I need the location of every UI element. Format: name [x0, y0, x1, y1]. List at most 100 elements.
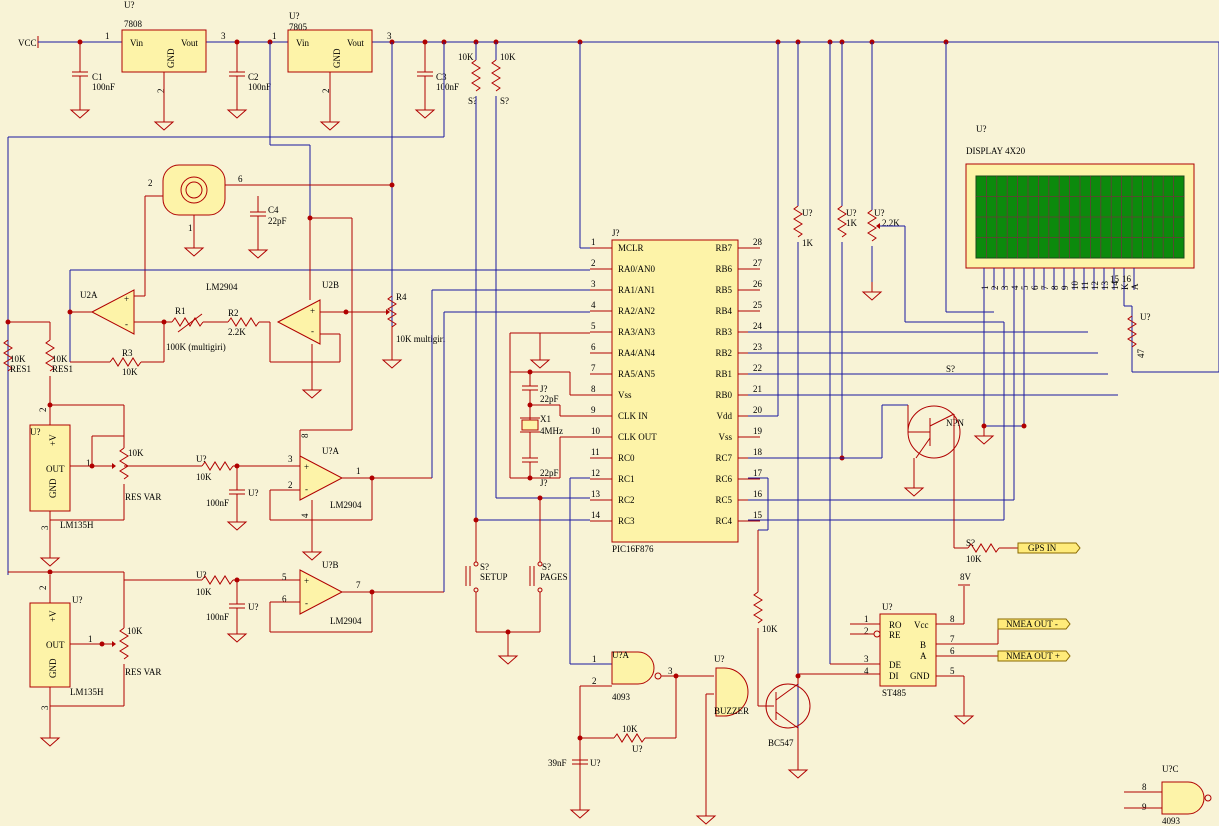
svg-text:+: +: [310, 306, 315, 316]
svg-text:U?: U?: [124, 0, 135, 10]
svg-text:22pF: 22pF: [268, 216, 287, 226]
regulator-7808: [121, 29, 207, 73]
svg-text:8: 8: [950, 614, 955, 624]
svg-text:-: -: [125, 319, 128, 329]
svg-text:RES1: RES1: [52, 364, 73, 374]
svg-text:C3: C3: [436, 72, 447, 82]
pic-pin-number: 5: [591, 321, 596, 331]
svg-text:LM135H: LM135H: [70, 687, 104, 697]
svg-text:10K: 10K: [122, 367, 138, 377]
svg-text:S?: S?: [480, 562, 489, 572]
pic-pin-label: RC3: [618, 516, 635, 526]
svg-text:2: 2: [864, 626, 869, 636]
pic-pin-label: CLK IN: [618, 411, 648, 421]
svg-text:J?: J?: [540, 478, 548, 488]
svg-text:-: -: [305, 484, 308, 494]
pic-pin-number: 25: [753, 300, 763, 310]
lcd-pin-label: K: [1120, 283, 1130, 290]
svg-text:BUZZER: BUZZER: [714, 706, 749, 716]
svg-text:S?: S?: [946, 364, 955, 374]
svg-text:C2: C2: [248, 72, 259, 82]
svg-text:Vin: Vin: [296, 38, 309, 48]
pic-pin-label: CLK OUT: [618, 432, 657, 442]
pic-pin-number: 17: [753, 468, 763, 478]
svg-text:DISPLAY 4X20: DISPLAY 4X20: [966, 146, 1026, 156]
svg-text:1K: 1K: [846, 218, 858, 228]
svg-text:10K: 10K: [128, 448, 144, 458]
svg-text:1: 1: [592, 654, 597, 664]
svg-text:-: -: [305, 598, 308, 608]
svg-text:6: 6: [238, 174, 243, 184]
pic-pin-label: Vdd: [717, 411, 733, 421]
svg-text:U?: U?: [248, 602, 259, 612]
pic-pin-label: RB0: [715, 390, 732, 400]
svg-text:OUT: OUT: [46, 464, 65, 474]
svg-text:U?A: U?A: [322, 446, 339, 456]
svg-text:1: 1: [356, 466, 361, 476]
lcd-pin-label: 6: [1030, 285, 1040, 290]
svg-text:5: 5: [950, 666, 955, 676]
svg-text:C1: C1: [92, 72, 103, 82]
svg-text:10K: 10K: [127, 626, 143, 636]
svg-text:1: 1: [105, 31, 110, 41]
pic-pin-label: RC6: [715, 474, 732, 484]
svg-text:RES VAR: RES VAR: [125, 667, 161, 677]
svg-text:9: 9: [1142, 802, 1147, 812]
svg-text:U?: U?: [72, 595, 83, 605]
svg-text:2: 2: [38, 586, 48, 591]
svg-text:1: 1: [864, 614, 869, 624]
lcd-pin-label: 3: [1000, 285, 1010, 290]
svg-text:DI: DI: [889, 671, 899, 681]
svg-text:1: 1: [188, 223, 193, 233]
svg-text:4093: 4093: [612, 692, 631, 702]
svg-text:Vin: Vin: [130, 38, 143, 48]
pic-pin-label: Vss: [618, 390, 632, 400]
pic-pin-label: Vss: [718, 432, 732, 442]
svg-text:4: 4: [300, 513, 310, 518]
svg-text:R1: R1: [175, 306, 186, 316]
pic-pin-number: 4: [591, 300, 596, 310]
svg-text:3: 3: [864, 654, 869, 664]
svg-text:1: 1: [86, 458, 91, 468]
npn-transistor: NPN S?10K GPS IN: [904, 405, 1081, 564]
pic-pin-label: RC1: [618, 474, 635, 484]
lcd-pin-label: 2: [990, 286, 1000, 291]
svg-text:5: 5: [282, 572, 287, 582]
svg-text:2: 2: [592, 676, 597, 686]
svg-text:LM2904: LM2904: [330, 616, 362, 626]
svg-text:1: 1: [88, 634, 93, 644]
svg-text:2.2K: 2.2K: [228, 327, 246, 337]
pic-pin-number: 15: [753, 510, 763, 520]
pic-pin-label: RA0/AN0: [618, 264, 656, 274]
lcd-pin-label: 7: [1040, 285, 1050, 290]
svg-text:NMEA OUT +: NMEA OUT +: [1006, 651, 1060, 661]
svg-text:U?: U?: [30, 427, 41, 437]
pic-pin-number: 2: [591, 258, 596, 268]
svg-text:NMEA OUT -: NMEA OUT -: [1006, 619, 1058, 629]
pic-pin-label: RB5: [715, 285, 732, 295]
svg-text:3: 3: [668, 666, 673, 676]
svg-text:2: 2: [38, 408, 48, 413]
pic-pin-label: RB4: [715, 306, 732, 316]
svg-text:GND: GND: [332, 48, 342, 68]
pic-pin-number: 11: [591, 447, 600, 457]
svg-text:J?: J?: [612, 228, 620, 238]
svg-text:U?: U?: [846, 208, 857, 218]
lcd-pin-label: 11: [1080, 281, 1090, 290]
svg-text:R3: R3: [122, 348, 133, 358]
svg-text:PAGES: PAGES: [540, 572, 568, 582]
svg-text:100nF: 100nF: [248, 82, 271, 92]
pic-pin-number: 27: [753, 258, 763, 268]
pic-pin-label: RC7: [715, 453, 732, 463]
svg-text:Vcc: Vcc: [914, 620, 929, 630]
svg-text:10K: 10K: [196, 472, 212, 482]
svg-text:+V: +V: [48, 610, 58, 622]
svg-text:+: +: [304, 576, 309, 586]
pic-pin-number: 3: [591, 279, 596, 289]
svg-text:LM2904: LM2904: [330, 500, 362, 510]
pic-pin-label: RB1: [715, 369, 732, 379]
